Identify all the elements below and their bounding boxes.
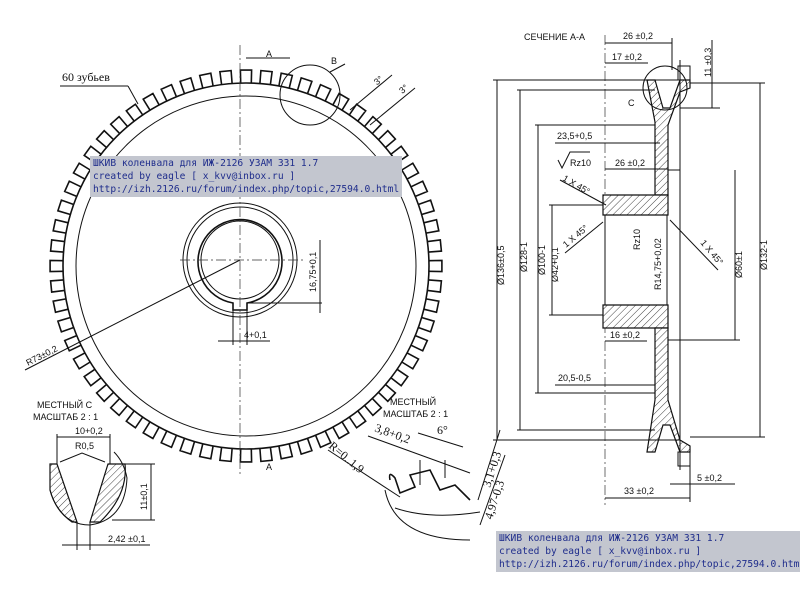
- watermark-line-1: ШКИВ коленвала для ИЖ-2126 УЗАМ 331 1.7: [499, 533, 725, 544]
- dim-23-5: 23,5+0,5: [557, 131, 592, 141]
- detail-c-depth: 11±0,1: [139, 483, 149, 510]
- section-mark-bottom: A: [266, 462, 272, 472]
- gear-rim: [62, 82, 430, 450]
- dim-26-top: 26 ±0,2: [623, 31, 653, 41]
- detail-b-title-1: МЕСТНЫЙ: [390, 396, 436, 407]
- dim-17: 17 ±0,2: [612, 52, 642, 62]
- detail-b-pitch: 3,8+0,2: [373, 421, 412, 447]
- detail-c-radius: R0,5: [75, 441, 94, 451]
- detail-c-width: 10+0,2: [75, 426, 103, 436]
- keyway-depth: 16,75+0,1: [308, 252, 318, 292]
- dim-16: 16 ±0,2: [610, 330, 640, 340]
- dim-33: 33 ±0,2: [624, 486, 654, 496]
- detail-c: МЕСТНЫЙ С МАСШТАБ 2 : 1 10+0,2 R0,5 11±0…: [33, 399, 155, 550]
- dia-136: Ø136±0,5: [496, 246, 506, 285]
- dia-42: Ø42+0,1: [550, 247, 560, 282]
- chamfer-3: 1 X 45°: [698, 238, 725, 267]
- dim-26-mid: 26 ±0,2: [615, 158, 645, 168]
- detail-b-circle: [279, 64, 341, 126]
- detail-b-title-2: МАСШТАБ 2 : 1: [383, 409, 448, 419]
- watermark-line-1: ШКИВ коленвала для ИЖ-2126 УЗАМ 331 1.7: [93, 158, 319, 169]
- watermark-top: ШКИВ коленвала для ИЖ-2126 УЗАМ 331 1.7 …: [90, 156, 403, 197]
- watermark-line-2: created by eagle [ x_kvv@inbox.ru ]: [499, 546, 702, 557]
- dia-60: Ø60±1: [734, 251, 744, 278]
- teeth-count-label: 60 зубьев: [62, 70, 110, 84]
- dim-20-5: 20,5-0,5: [558, 373, 591, 383]
- watermark-line-3: http://izh.2126.ru/forum/index.php/topic…: [93, 184, 400, 195]
- detail-b: МЕСТНЫЙ МАСШТАБ 2 : 1 6° 3,8+0,2 R=0..1,…: [326, 396, 507, 541]
- keyway-width: 4+0,1: [244, 330, 267, 340]
- detail-c-title-1: МЕСТНЫЙ С: [37, 399, 93, 410]
- watermark-line-3: http://izh.2126.ru/forum/index.php/topic…: [499, 559, 800, 570]
- dia-100: Ø100-1: [537, 245, 547, 275]
- angle-1: 3°: [372, 74, 385, 87]
- detail-c-title-2: МАСШТАБ 2 : 1: [33, 412, 98, 422]
- dia-128: Ø128-1: [519, 242, 529, 272]
- gear-view: 60 зубьев A A B 3° 3° 16,75+0,1 4+0,1 R7…: [24, 45, 443, 475]
- gear-teeth: [49, 69, 443, 463]
- dia-132: Ø132-1: [759, 240, 769, 270]
- detail-mark-b: B: [331, 56, 337, 66]
- dim-5: 5 ±0,2: [697, 473, 722, 483]
- rz-2: Rz10: [632, 229, 642, 250]
- detail-c-bottom: 2,42 ±0,1: [108, 534, 145, 544]
- section-title: СЕЧЕНИЕ А-А: [524, 32, 585, 42]
- dim-11: 11 ±0,3: [703, 48, 713, 77]
- watermark-bottom: ШКИВ коленвала для ИЖ-2126 УЗАМ 331 1.7 …: [496, 531, 800, 572]
- watermark-line-2: created by eagle [ x_kvv@inbox.ru ]: [93, 171, 296, 182]
- gear-inner-circle: [75, 95, 417, 437]
- detail-mark-c: C: [628, 98, 635, 108]
- detail-b-radius: R=0..1,9: [326, 439, 367, 477]
- bore-radius: R14,75+0,02: [653, 238, 663, 290]
- section-mark-top: A: [266, 49, 272, 59]
- detail-b-angle: 6°: [437, 423, 448, 437]
- rz-1: Rz10: [570, 158, 591, 168]
- section-a-a: СЕЧЕНИЕ А-А C 26 ±0,2 11 ±0,3 17 ±0,2 23…: [493, 31, 769, 505]
- chamfer-1: 1 X 45°: [561, 173, 592, 197]
